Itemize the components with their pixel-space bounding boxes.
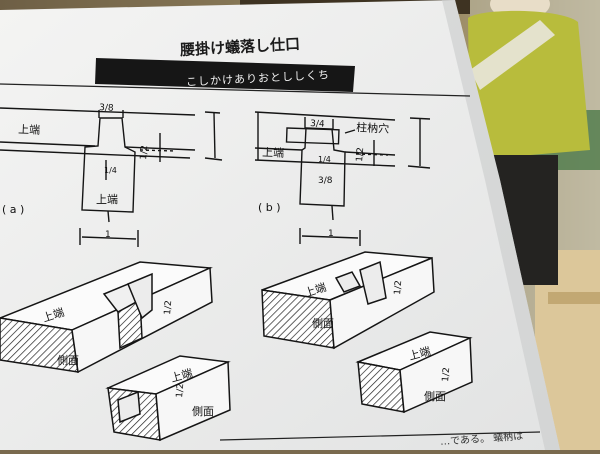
fig-b-iso-tenon-top-face: 上端 [407, 345, 432, 363]
fig-a-dim-1-4: 1/4 [104, 166, 117, 175]
fig-b-iso-tenon-dim-1-2: 1/2 [441, 367, 452, 382]
fig-a-iso-tenon-dim-1-2: 1/2 [175, 383, 186, 398]
rule-line [0, 83, 471, 97]
fig-a-iso-dim-1-2: 1/2 [163, 300, 174, 315]
fig-a-dim-3-8: 3/8 [99, 103, 114, 114]
fig-b-iso-dim-1-2: 1/2 [393, 280, 404, 295]
title-bar [95, 58, 355, 92]
paper-shadow [442, 0, 560, 450]
fig-a-tenon-top-face: 上端 [96, 193, 118, 206]
fig-a-dim-1-2: 1/2 [139, 145, 150, 160]
fig-a-dim-1: 1 [105, 230, 111, 240]
fig-b-iso-tenon [355, 331, 473, 414]
fig-a-iso-tenon-side-face: 側面 [192, 405, 214, 418]
fig-b-iso-beam [261, 251, 435, 350]
fig-a-iso-top-face: 上端 [41, 306, 66, 325]
fig-b-iso-tenon-side-face: 側面 [424, 390, 446, 403]
fig-b-label: ( b ) [258, 201, 281, 214]
fig-b-iso-top-face: 上端 [303, 281, 328, 300]
fig-a-label: ( a ) [2, 203, 24, 216]
fig-b-dim-3-8: 3/8 [318, 176, 333, 186]
figure-b-plan [254, 111, 431, 246]
fig-b-dim-1-4: 1/4 [318, 155, 331, 164]
fig-b-dim-1: 1 [328, 229, 334, 239]
fig-b-dim-3-4: 3/4 [310, 119, 325, 130]
fig-a-iso-side-face: 側面 [57, 354, 79, 367]
fig-b-plan-top-face: 上端 [262, 146, 284, 160]
fig-b-iso-side-face: 側面 [312, 317, 334, 330]
fig-b-mortise-label: 柱枘穴 [356, 120, 390, 136]
bottom-rule [219, 431, 541, 441]
figure-a-plan [0, 107, 223, 247]
fig-a-iso-tenon [105, 355, 231, 442]
wood-plank [548, 292, 600, 304]
fig-b-dim-1-2: 1/2 [355, 147, 366, 162]
fig-a-plan-top-face: 上端 [18, 123, 40, 137]
fig-a-iso-tenon-top-face: 上端 [169, 367, 194, 385]
fig-a-iso-beam [0, 261, 213, 374]
